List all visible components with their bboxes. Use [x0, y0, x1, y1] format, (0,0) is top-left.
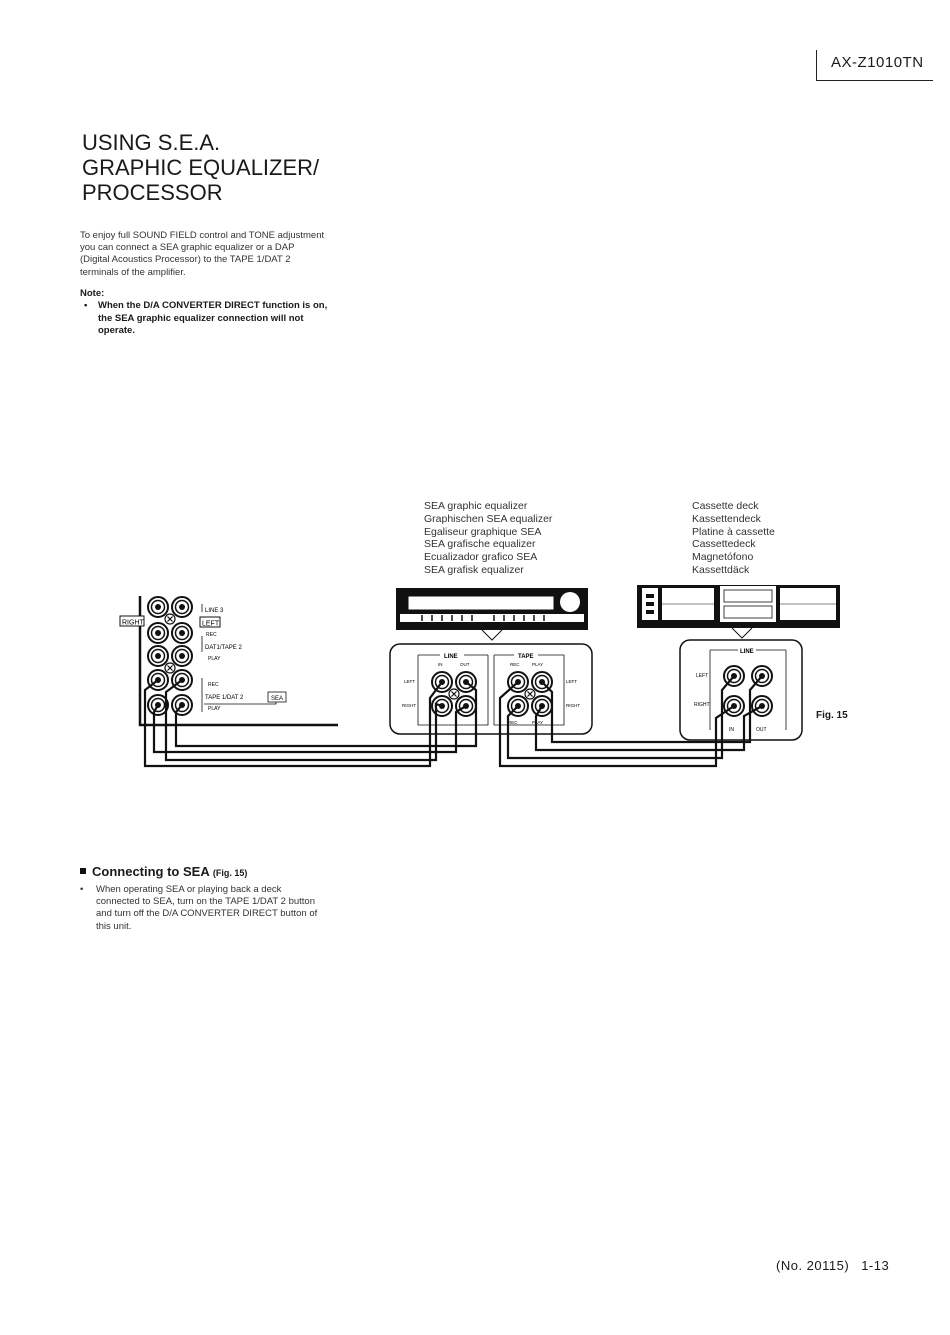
cable-sea-rec-to-deck-in	[498, 681, 735, 768]
page-number: 1-13	[861, 1258, 890, 1273]
amp-sea-box	[267, 691, 287, 703]
sea-equalizer-unit	[396, 588, 588, 641]
sea-in-label: IN	[438, 662, 443, 667]
amp-jack	[171, 596, 193, 618]
amp-rec1-label: REC	[206, 632, 217, 638]
section-heading: Connecting to SEA (Fig. 15)	[80, 864, 247, 879]
amp-sea-label: SEA	[271, 696, 283, 702]
cassette-deck-unit	[637, 585, 840, 639]
amp-rec2-label: REC	[208, 682, 219, 688]
cable-amp-play-to-sea-out-2	[174, 681, 478, 748]
page-footer: (No. 20115) 1-13	[776, 1258, 889, 1273]
connection-diagram: RIGHT LEFT LINE 3 REC DAT1/TAPE 2 PLAY R…	[119, 585, 840, 768]
section-heading-text: Connecting to SEA	[92, 864, 210, 879]
cable-sea-play-to-deck-out-2	[541, 675, 763, 744]
amp-play1-label: PLAY	[208, 656, 221, 662]
amp-jack	[171, 645, 193, 667]
amp-tape-dat-label: TAPE 1/DAT 2	[205, 695, 244, 701]
sea-unit-display	[407, 595, 555, 611]
deck-rear-panel: LINE LEFT RIGHT IN OUT	[679, 639, 803, 741]
amp-left-box	[199, 616, 221, 628]
amp-jack-screw	[164, 613, 176, 625]
sea-jack-screw	[448, 688, 460, 700]
note-text: When the D/A CONVERTER DIRECT function i…	[98, 300, 328, 336]
deck-in-label: IN	[729, 727, 734, 733]
deck-label: Magnetófono	[692, 551, 754, 564]
sea-label: SEA graphic equalizer	[424, 500, 528, 512]
title-line-2: GRAPHIC EQUALIZER/	[82, 155, 320, 180]
sea-right-label-l: RIGHT	[402, 703, 416, 708]
sea-label: SEA grafisk equalizer	[424, 563, 524, 576]
deck-label: Kassettdäck	[692, 563, 750, 576]
deck-out-label: OUT	[756, 727, 767, 733]
deck-label: Platine à cassette	[692, 525, 775, 538]
deck-label: Cassettedeck	[692, 538, 756, 551]
section-text: When operating SEA or playing back a dec…	[96, 884, 318, 932]
cable-amp-rec-to-sea-in-2	[164, 679, 443, 762]
amp-jack-screw	[164, 662, 176, 674]
intro-paragraph: To enjoy full SOUND FIELD control and TO…	[80, 230, 325, 278]
cable-sea-play-to-deck-out	[534, 705, 763, 752]
title-line-3: PROCESSOR	[82, 180, 223, 205]
amp-dat-tape-label: DAT1/TAPE 2	[205, 645, 242, 651]
section-figref: (Fig. 15)	[212, 868, 248, 878]
sea-rec-top-label: REC	[510, 662, 520, 667]
square-bullet-icon	[80, 868, 86, 874]
amp-right-box	[119, 615, 145, 627]
amplifier-panel: RIGHT LEFT LINE 3 REC DAT1/TAPE 2 PLAY R…	[119, 596, 338, 727]
sea-unit-slider-bank	[400, 614, 584, 622]
amp-right-label: RIGHT	[122, 620, 145, 627]
figure-label: Fig. 15	[816, 710, 848, 721]
sea-label-list: SEA graphic equalizer Graphischen SEA eq…	[424, 500, 552, 577]
amp-panel-edge	[138, 596, 338, 727]
document-number: (No. 20115)	[776, 1258, 850, 1273]
note-label: Note:	[80, 288, 105, 299]
cable-amp-rec-to-sea-in	[143, 679, 443, 768]
model-number: AX-Z1010TN	[831, 54, 924, 71]
amp-jack	[147, 622, 169, 644]
deck-line-label: LINE	[740, 649, 754, 655]
deck-panel-frame	[679, 639, 803, 741]
sea-left-label-r: LEFT	[566, 679, 577, 684]
sea-label: Egaliseur graphique SEA	[424, 525, 542, 538]
deck-left-label: LEFT	[696, 673, 708, 679]
amp-line3-label: LINE 3	[205, 608, 224, 614]
sea-out-label: OUT	[460, 662, 470, 667]
sea-play-bottom-label: PLAY	[532, 720, 543, 725]
sea-tape-label: TAPE	[518, 654, 534, 660]
sea-label: SEA grafische equalizer	[424, 538, 536, 551]
section-bullet: •	[80, 884, 84, 895]
cable-amp-play-to-sea-out	[152, 704, 467, 754]
amp-jack	[147, 645, 169, 667]
sea-line-label: LINE	[444, 654, 458, 660]
sea-jack-screw	[524, 688, 536, 700]
deck-label: Kassettendeck	[692, 512, 761, 525]
sea-rear-panel: LINE TAPE IN OUT REC PLAY REC PLAY LEFT …	[389, 643, 593, 735]
note-item: • When the D/A CONVERTER DIRECT function…	[84, 300, 329, 338]
amp-left-label: LEFT	[202, 621, 220, 628]
section-item: • When operating SEA or playing back a d…	[80, 884, 325, 933]
amp-play2-label: PLAY	[208, 706, 221, 712]
sea-rec-bottom-label: REC	[508, 720, 518, 725]
cable-sea-rec-to-deck-in-2	[506, 675, 735, 760]
note-bullet: •	[84, 300, 88, 311]
connection-cables	[143, 675, 763, 768]
sea-right-label-r: RIGHT	[566, 703, 580, 708]
amp-jack	[171, 622, 193, 644]
deck-right-label: RIGHT	[694, 702, 710, 708]
sea-unit-knob	[560, 592, 580, 612]
sea-label: Ecualizador grafico SEA	[424, 551, 538, 564]
sea-panel-frame	[389, 643, 593, 735]
sea-left-label-l: LEFT	[404, 679, 415, 684]
amp-jack	[147, 596, 169, 618]
model-header: AX-Z1010TN	[816, 50, 933, 81]
deck-label: Cassette deck	[692, 500, 759, 512]
sea-label: Graphischen SEA equalizer	[424, 512, 553, 525]
title-line-1: USING S.E.A.	[82, 130, 221, 155]
page-title: USING S.E.A. GRAPHIC EQUALIZER/ PROCESSO…	[82, 130, 382, 205]
sea-play-top-label: PLAY	[532, 662, 543, 667]
deck-label-list: Cassette deck Kassettendeck Platine à ca…	[692, 500, 775, 577]
